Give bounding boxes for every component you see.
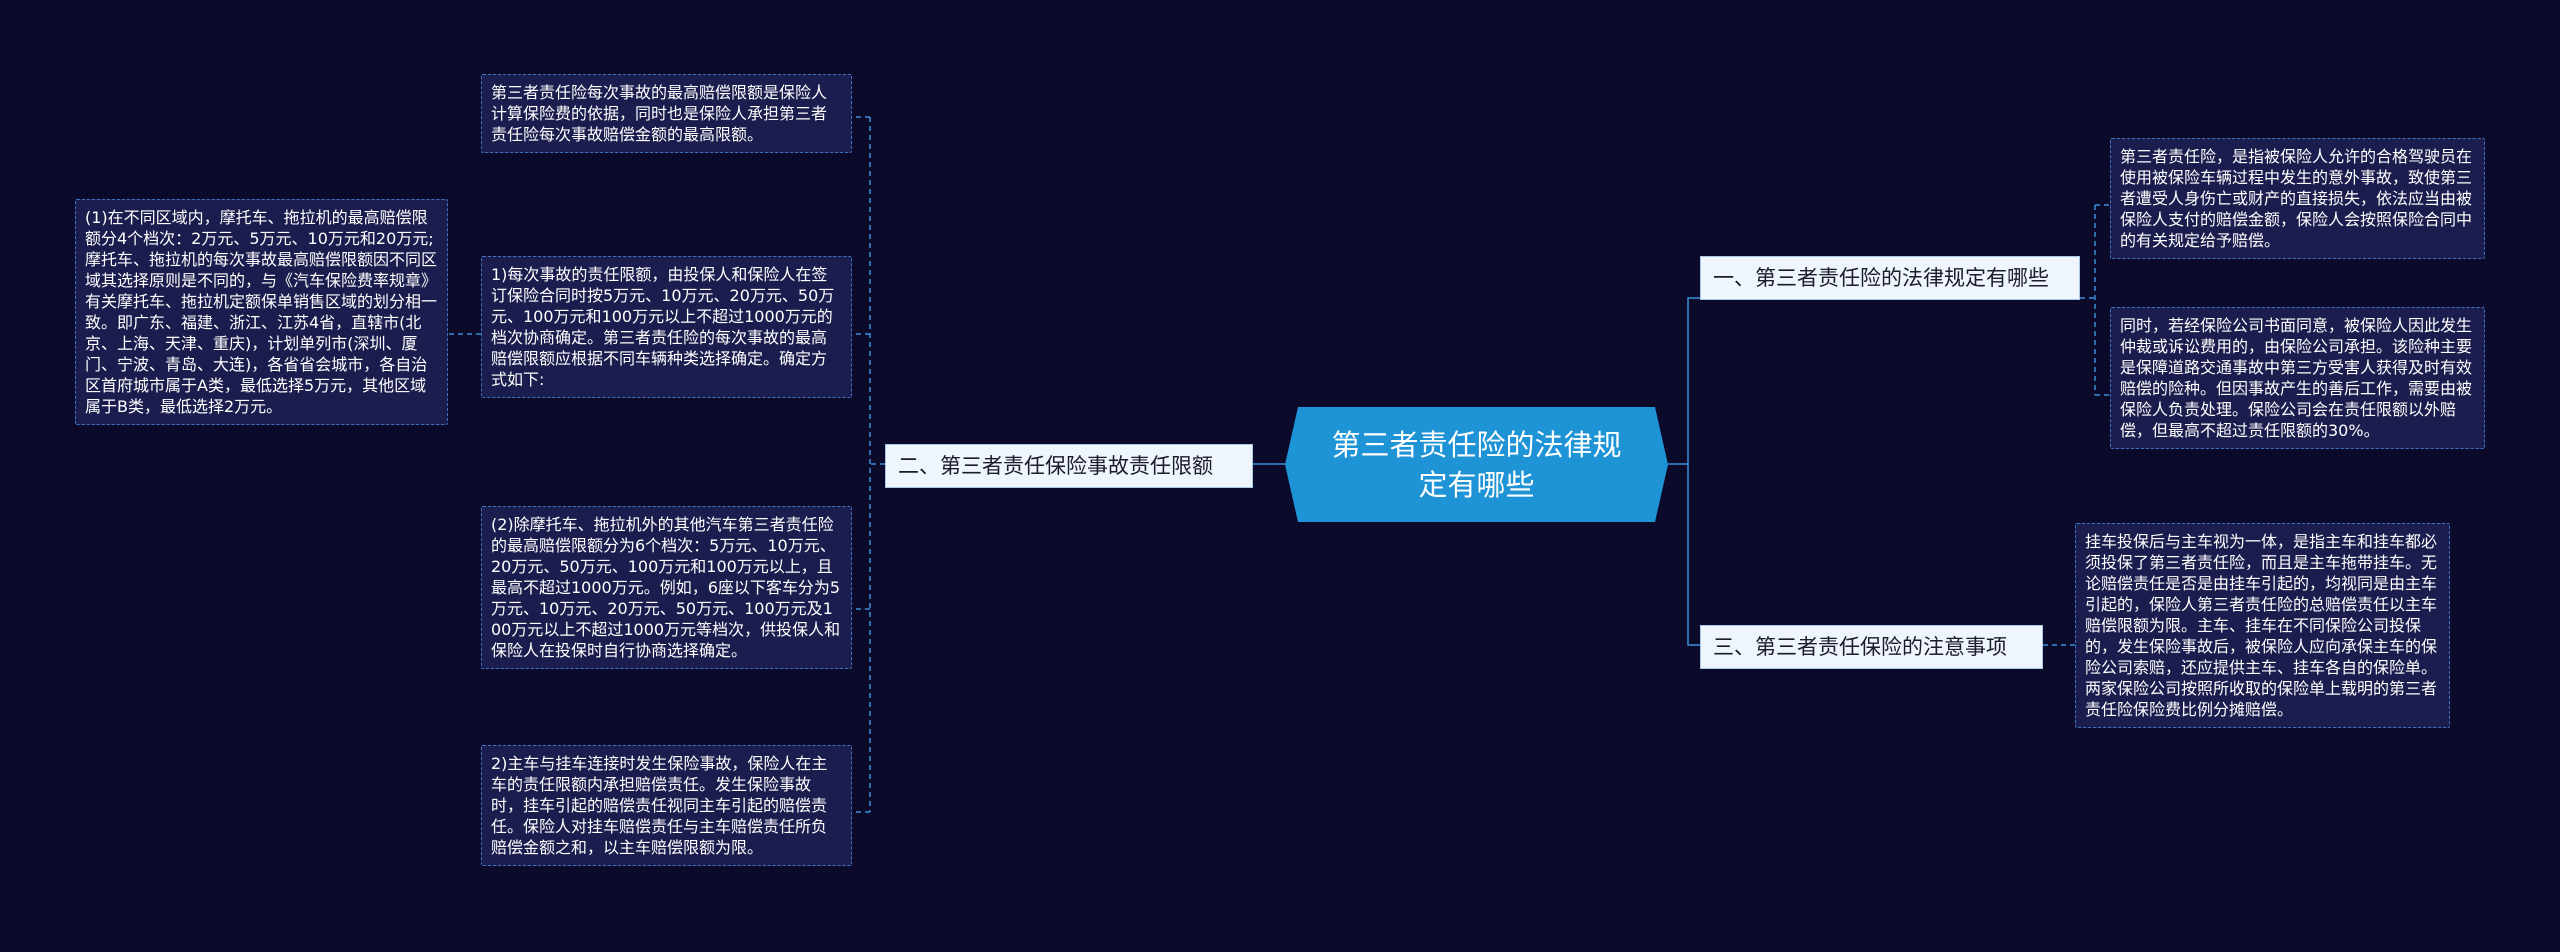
root-topic[interactable]: 第三者责任险的法律规定有哪些 (1285, 407, 1668, 522)
leaf-text: 挂车投保后与主车视为一体，是指主车和挂车都必须投保了第三者责任险，而且是主车拖带… (2085, 532, 2438, 719)
leaf-text: (1)在不同区域内，摩托车、拖拉机的最高赔偿限额分4个档次：2万元、5万元、10… (85, 208, 438, 416)
branch-liability-limits[interactable]: 二、第三者责任保险事故责任限额 (885, 444, 1253, 488)
leaf-costs[interactable]: 同时，若经保险公司书面同意，被保险人因此发生仲裁或诉讼费用的，由保险公司承担。该… (2110, 307, 2485, 449)
leaf-text: 2)主车与挂车连接时发生保险事故，保险人在主车的责任限额内承担赔偿责任。发生保险… (491, 754, 828, 857)
leaf-limit-item1[interactable]: 1)每次事故的责任限额，由投保人和保险人在签订保险合同时按5万元、10万元、20… (481, 256, 852, 398)
leaf-definition[interactable]: 第三者责任险，是指被保险人允许的合格驾驶员在使用被保险车辆过程中发生的意外事故，… (2110, 138, 2485, 259)
connector-branch2-leaves (852, 116, 885, 813)
leaf-limit-item1-sub[interactable]: (1)在不同区域内，摩托车、拖拉机的最高赔偿限额分4个档次：2万元、5万元、10… (75, 199, 448, 425)
leaf-limit-intro[interactable]: 第三者责任险每次事故的最高赔偿限额是保险人计算保险费的依据，同时也是保险人承担第… (481, 74, 852, 153)
leaf-text: 第三者责任险每次事故的最高赔偿限额是保险人计算保险费的依据，同时也是保险人承担第… (491, 83, 828, 144)
branch-precautions[interactable]: 三、第三者责任保险的注意事项 (1700, 625, 2043, 669)
leaf-limit-item2[interactable]: (2)除摩托车、拖拉机外的其他汽车第三者责任险的最高赔偿限额分为6个档次：5万元… (481, 506, 852, 669)
branch-label: 二、第三者责任保险事故责任限额 (898, 454, 1213, 478)
leaf-text: 第三者责任险，是指被保险人允许的合格驾驶员在使用被保险车辆过程中发生的意外事故，… (2120, 147, 2473, 250)
leaf-text: (2)除摩托车、拖拉机外的其他汽车第三者责任险的最高赔偿限额分为6个档次：5万元… (491, 515, 841, 660)
leaf-text: 同时，若经保险公司书面同意，被保险人因此发生仲裁或诉讼费用的，由保险公司承担。该… (2120, 316, 2473, 440)
connector-root-to-branch3 (1687, 464, 1700, 646)
branch-legal-provisions[interactable]: 一、第三者责任险的法律规定有哪些 (1700, 256, 2080, 300)
leaf-text: 1)每次事故的责任限额，由投保人和保险人在签订保险合同时按5万元、10万元、20… (491, 265, 835, 389)
leaf-limit-item3[interactable]: 2)主车与挂车连接时发生保险事故，保险人在主车的责任限额内承担赔偿责任。发生保险… (481, 745, 852, 866)
branch-label: 三、第三者责任保险的注意事项 (1713, 635, 2007, 659)
connector-branch1-leaves (2080, 204, 2110, 396)
leaf-trailer-note[interactable]: 挂车投保后与主车视为一体，是指主车和挂车都必须投保了第三者责任险，而且是主车拖带… (2075, 523, 2450, 728)
branch-label: 一、第三者责任险的法律规定有哪些 (1713, 266, 2049, 290)
root-topic-label: 第三者责任险的法律规定有哪些 (1331, 427, 1622, 502)
connector-root-to-branch1 (1668, 297, 1700, 465)
